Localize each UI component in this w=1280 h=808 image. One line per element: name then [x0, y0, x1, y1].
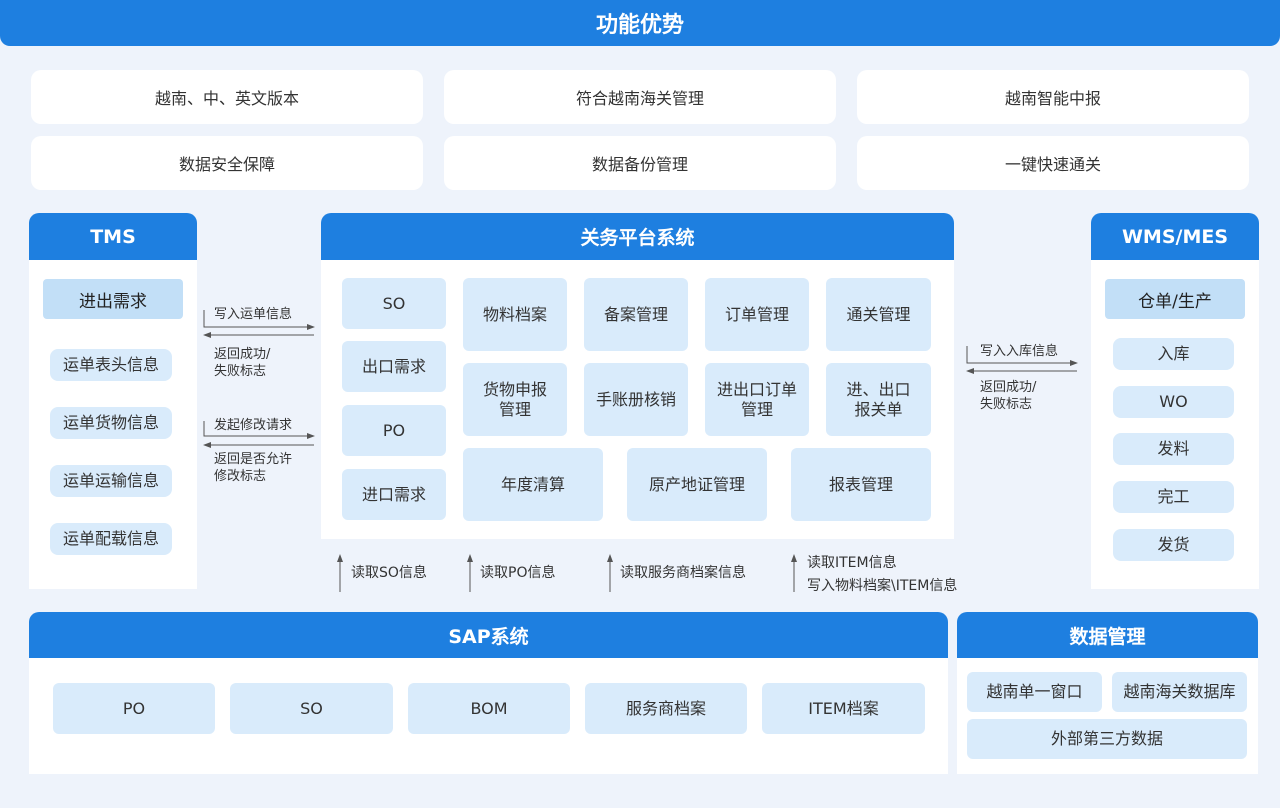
platform-left-item: 出口需求: [342, 341, 446, 392]
data-mgmt-item: 越南单一窗口: [967, 672, 1102, 712]
data-mgmt-item: 越南海关数据库: [1112, 672, 1247, 712]
tms-item: 运单货物信息: [50, 407, 172, 439]
wms-item: 发料: [1113, 433, 1234, 465]
platform-title: 关务平台系统: [321, 213, 954, 260]
platform-module: 原产地证管理: [627, 448, 767, 521]
sap-item: PO: [53, 683, 215, 734]
platform-module: 通关管理: [826, 278, 931, 351]
arrow-label: 返回是否允许: [214, 452, 293, 467]
feature-card: 越南智能中报: [857, 70, 1249, 124]
data-mgmt-title: 数据管理: [957, 612, 1258, 658]
wms-item: WO: [1113, 386, 1234, 418]
platform-module: 物料档案: [463, 278, 567, 351]
arrow-label: 失败标志: [214, 364, 267, 379]
feature-card: 数据备份管理: [444, 136, 836, 190]
feature-card: 符合越南海关管理: [444, 70, 836, 124]
tms-title: TMS: [29, 213, 197, 260]
platform-left-item: SO: [342, 278, 446, 329]
platform-module: 进、出口报关单: [826, 363, 931, 436]
sap-item: ITEM档案: [762, 683, 925, 734]
feature-card: 数据安全保障: [31, 136, 423, 190]
feature-card: 越南、中、英文版本: [31, 70, 423, 124]
page-title: 功能优势: [0, 0, 1280, 46]
sap-item: 服务商档案: [585, 683, 747, 734]
arrow-label: 读取ITEM信息: [807, 555, 897, 571]
arrow-label: 写入入库信息: [980, 344, 1059, 359]
sap-item: BOM: [408, 683, 570, 734]
arrow-label: 返回成功/: [214, 347, 271, 362]
platform-left-item: 进口需求: [342, 469, 446, 520]
wms-main-button: 仓单/生产: [1105, 279, 1245, 319]
platform-left-item: PO: [342, 405, 446, 456]
platform-module: 订单管理: [705, 278, 809, 351]
arrow-right-icon: [203, 421, 315, 448]
arrow-right-icon: [966, 346, 1078, 374]
platform-module: 备案管理: [584, 278, 688, 351]
arrow-up-icon: [791, 554, 797, 592]
arrow-label: 读取PO信息: [480, 565, 556, 581]
arrow-right-icon: [203, 310, 315, 338]
arrow-label: 读取SO信息: [351, 565, 427, 581]
tms-item: 运单运输信息: [50, 465, 172, 497]
wms-item: 入库: [1113, 338, 1234, 370]
platform-module: 手账册核销: [584, 363, 688, 436]
arrow-label: 发起修改请求: [214, 418, 293, 433]
arrow-label: 失败标志: [980, 397, 1033, 412]
tms-item: 运单配载信息: [50, 523, 172, 555]
arrow-label: 写入物料档案\ITEM信息: [807, 578, 958, 594]
feature-card: 一键快速通关: [857, 136, 1249, 190]
platform-module: 货物申报管理: [463, 363, 567, 436]
wms-item: 完工: [1113, 481, 1234, 513]
data-mgmt-item: 外部第三方数据: [967, 719, 1247, 759]
arrow-label: 修改标志: [214, 469, 267, 484]
arrow-label: 读取服务商档案信息: [620, 565, 746, 581]
wms-item: 发货: [1113, 529, 1234, 561]
tms-item: 运单表头信息: [50, 349, 172, 381]
platform-module: 进出口订单管理: [705, 363, 809, 436]
arrow-label: 返回成功/: [980, 380, 1037, 395]
platform-module: 年度清算: [463, 448, 603, 521]
platform-module: 报表管理: [791, 448, 931, 521]
sap-item: SO: [230, 683, 393, 734]
wms-title: WMS/MES: [1091, 213, 1259, 260]
arrow-up-icon: [607, 554, 613, 592]
arrow-label: 写入运单信息: [214, 307, 293, 322]
tms-main-button: 进出需求: [43, 279, 183, 319]
arrow-up-icon: [337, 554, 343, 592]
sap-title: SAP系统: [29, 612, 948, 658]
arrow-up-icon: [467, 554, 473, 592]
